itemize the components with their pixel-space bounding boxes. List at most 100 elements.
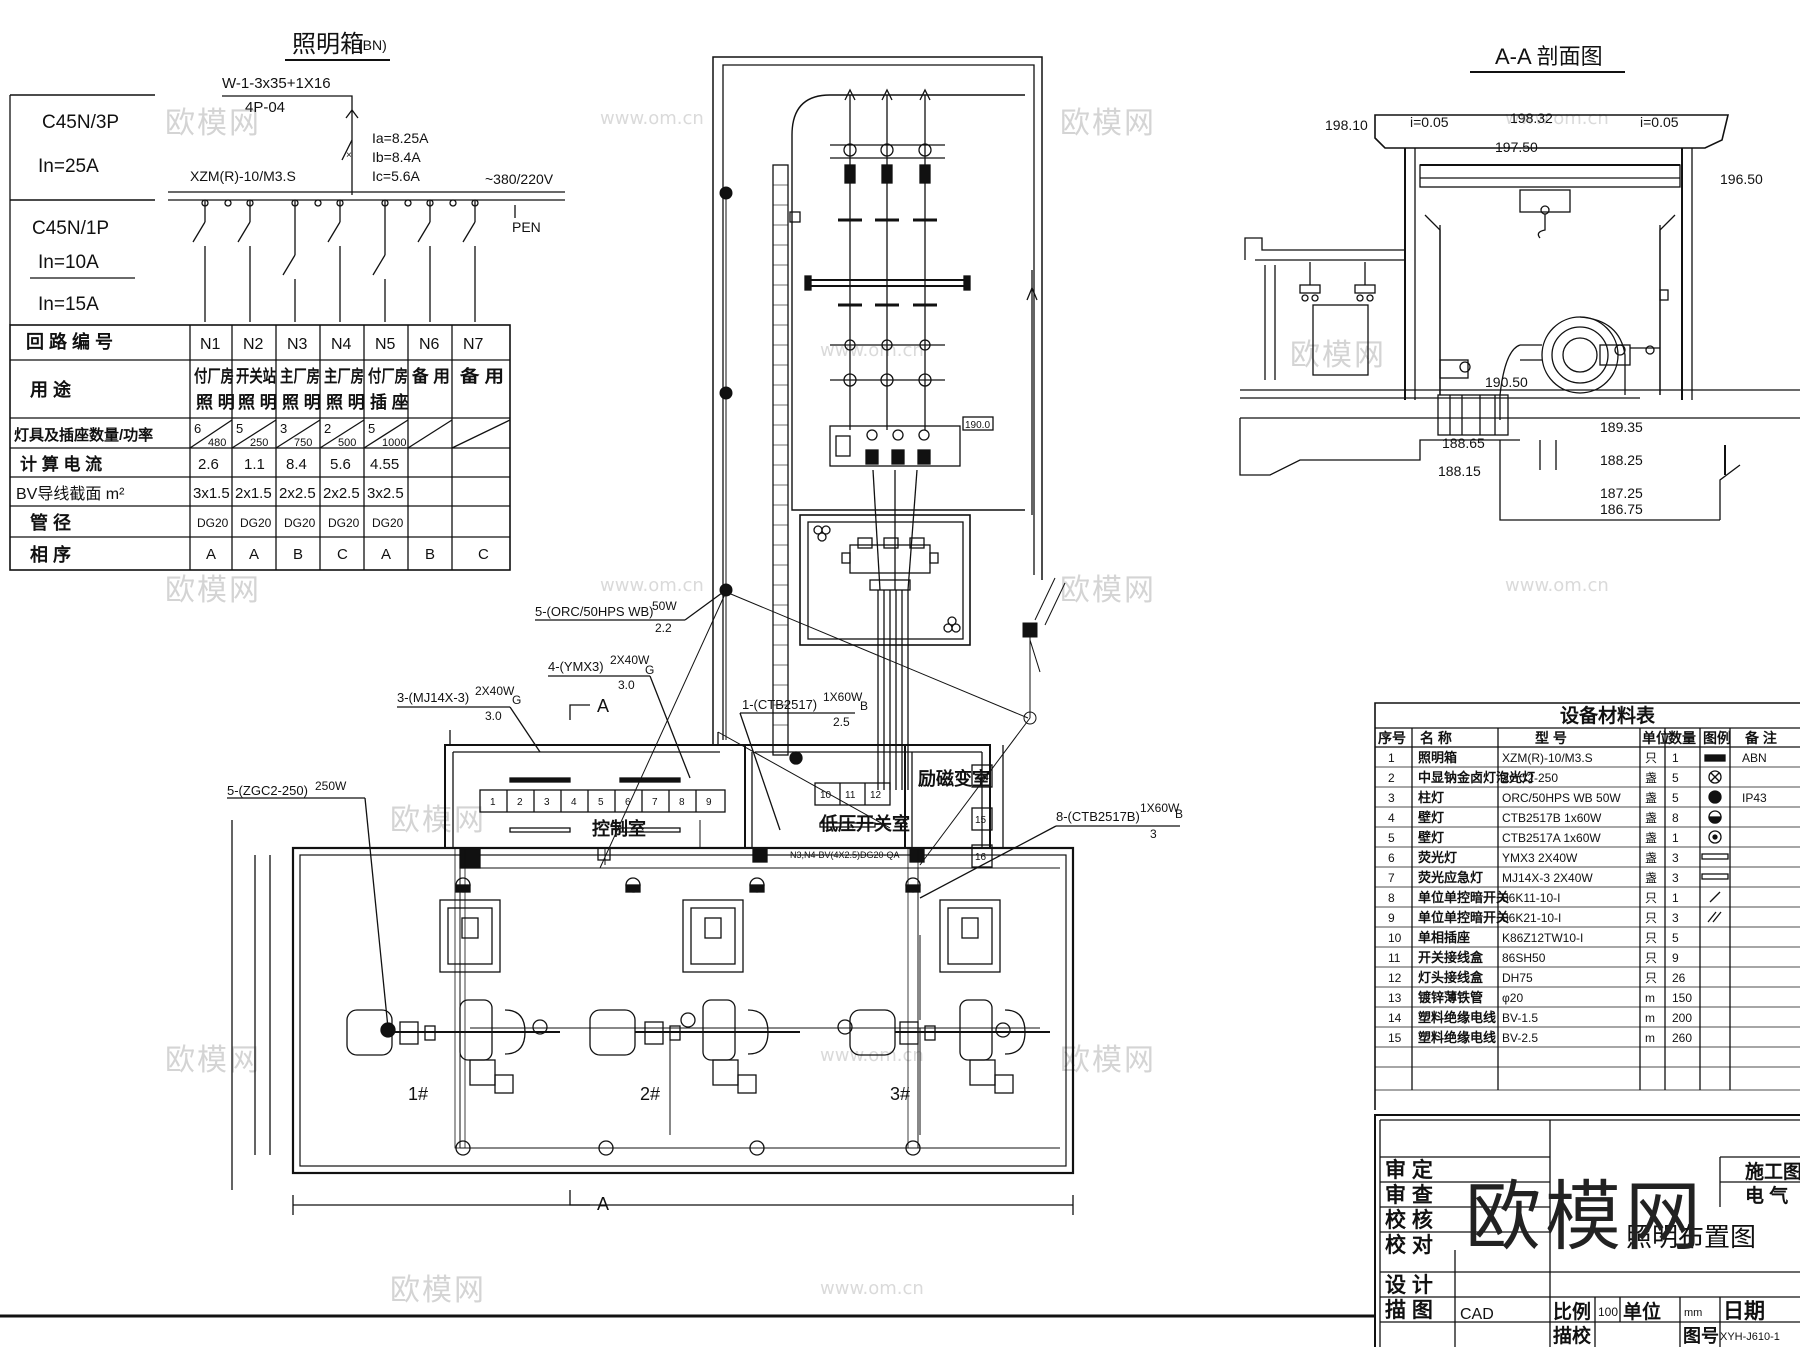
equipment-qty: 9 [1672,951,1679,965]
panel-number: 4 [571,797,577,808]
callout-top: 1X60W [1140,801,1180,815]
title-block-roles: 审 定 审 查 校 核 校 对 设 计 描 图 [1385,1158,1433,1322]
current: 1.1 [244,456,265,473]
breaker-rating-10: In=10A [38,252,99,273]
panel-number: 11 [845,790,856,801]
equipment-qty: 26 [1672,971,1686,985]
current: 2.6 [198,456,219,473]
row-label-usage: 用 途 [30,379,72,400]
equipment-model: BV-1.5 [1502,1011,1538,1025]
panel-number: 1 [490,797,496,808]
callout-bottom: 2.5 [833,715,850,729]
power: 250 [250,437,268,449]
pen-label: PEN [512,219,541,235]
equipment-model: YMX3 2X40W [1502,851,1578,865]
unit-3-label: 3# [890,1084,910,1104]
pipe: DG20 [240,516,272,530]
header-unit: 单位 [1642,730,1670,746]
branch-switches [192,199,479,322]
elevation: 190.50 [1485,374,1528,390]
drawing-title: 照明布置图 [1626,1222,1756,1252]
count: 3 [280,421,287,436]
equipment-unit: m [1645,1011,1655,1025]
power: 1000 [382,437,406,449]
equipment-name: 柱灯 [1418,790,1444,805]
equipment-name: 中显钠金卤灯泡光灯 [1418,770,1535,785]
equipment-model: XZM(R)-10/M3.S [1502,751,1593,765]
circuit-n3: N3 [287,336,308,353]
callout-suffix: G [512,693,521,707]
row-label-pipe: 管 径 [30,512,71,533]
equipment-unit: 盏 [1645,870,1657,885]
watermark-logo: 欧模网 [390,803,486,838]
power: 480 [208,437,226,449]
current-ib: Ib=8.4A [372,149,421,165]
supply-voltage: ~380/220V [485,171,554,187]
equipment-table-title: 设备材料表 [1560,704,1656,727]
watermark-url: www.om.cn [1505,575,1609,596]
elevation: 196.50 [1720,171,1763,187]
equipment-qty: 150 [1672,991,1692,1005]
role-design: 设 计 [1385,1274,1433,1297]
panel-number: 16 [975,852,987,863]
elevation-tag: 190.0 [965,420,990,431]
wire: 3x2.5 [367,485,404,502]
generator-unit-1 [346,899,560,1094]
phase: B [293,546,303,563]
power-diagonals [189,419,511,449]
elevation: 188.25 [1600,452,1643,468]
equipment-no: 3 [1388,791,1395,805]
callout-bottom: 3.0 [618,678,635,692]
elevation: 189.35 [1600,419,1643,435]
callout-label: 3-(MJ14X-3) [397,690,469,705]
equipment-qty: 8 [1672,811,1679,825]
section-view: A-A 剖面图 [1239,44,1800,521]
equipment-name: 壁灯 [1418,810,1444,825]
role-approve: 审 定 [1385,1158,1433,1182]
phase: C [337,546,348,563]
control-panels: 1 2 3 4 5 6 7 8 9 10 11 12 14 15 16 [479,764,993,868]
equipment-unit: 只 [1645,931,1657,945]
wire: 3x1.5 [193,485,230,502]
equipment-qty: 5 [1672,771,1679,785]
slope-label: i=0.05 [1640,114,1679,130]
circuit-numbers: N1 N2 N3 N4 N5 N6 N7 [200,336,484,353]
equipment-no: 13 [1388,991,1402,1005]
row-label-wire: BV导线截面 m² [16,485,125,503]
section-title: A-A 剖面图 [1495,44,1603,69]
panel-number: 12 [870,790,882,801]
equipment-model: BV-2.5 [1502,1031,1538,1045]
equipment-model: φ20 [1502,991,1523,1005]
equipment-unit: 只 [1645,911,1657,925]
equipment-unit: 盏 [1645,830,1657,845]
callout-bottom: 3.0 [485,709,502,723]
current-cells: 2.6 1.1 8.4 5.6 4.55 [198,456,399,473]
equipment-no: 7 [1388,871,1395,885]
usage-bottom: 照 明 [196,393,235,412]
equipment-qty: 1 [1672,751,1679,765]
usage-top: 付厂房 [194,366,234,386]
equipment-headers: 序号 名 称 型 号 单位 数量 图例 备 注 [1378,730,1777,746]
watermark-logo: 欧模网 [1060,1043,1156,1078]
usage-top: 备 用 [459,366,504,386]
equipment-no: 11 [1388,951,1401,965]
callout-label: 5-(ORC/50HPS WB) [535,604,653,619]
callout-suffix: B [860,699,868,713]
wire-note: N3,N4-BV(4X2.5)DG20-QA [790,850,900,860]
usage-top: 主厂房 [280,366,320,386]
elevation: 198.10 [1325,117,1368,133]
usage-bottom: 照 明 [238,393,277,412]
watermark-url: www.om.cn [820,1278,924,1299]
equipment-unit: 盏 [1645,770,1657,785]
usage-top-row: 付厂房 开关站 主厂房 主厂房 付厂房 备 用 备 用 [194,366,504,386]
equipment-unit: 只 [1645,971,1657,985]
equipment-model: MJ14X-3 2X40W [1502,871,1593,885]
equipment-name: 镀锌薄铁管 [1418,990,1483,1005]
drawing-no-label: 图号 [1683,1326,1719,1346]
equipment-no: 10 [1388,931,1402,945]
panel-number: 15 [975,815,987,826]
equipment-no: 2 [1388,771,1395,785]
watermark-logo: 欧模网 [165,1043,261,1078]
fluorescent-lights [509,777,876,833]
